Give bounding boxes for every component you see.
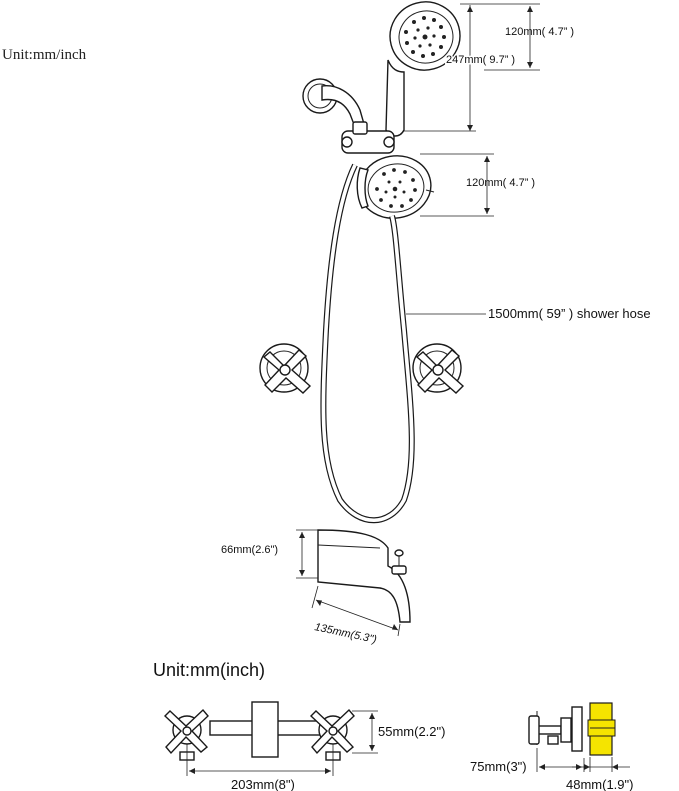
valve-front-view: [163, 701, 355, 761]
label-handheld-length: 247mm( 9.7” ): [446, 54, 515, 66]
dim-handheld-length: 247mm( 9.7” ): [404, 5, 517, 132]
label-spout-length: 135mm(5.3"): [313, 621, 378, 646]
handheld-nozzles: [404, 16, 446, 58]
right-cross-handle: [412, 343, 465, 394]
label-handheld-height: 120mm( 4.7” ): [505, 26, 574, 38]
label-valve-spacing: 203mm(8"): [231, 777, 295, 791]
dim-fixed-head: 120mm( 4.7” ): [420, 153, 535, 217]
label-valve-body: 48mm(1.9"): [566, 777, 633, 791]
shower-arm: [302, 78, 365, 128]
unit-label-bottom: Unit:mm(inch): [153, 660, 265, 680]
fixed-shower-head: [356, 155, 435, 219]
dim-valve-height: 55mm(2.2"): [352, 710, 445, 754]
label-spout-height: 66mm(2.6"): [221, 544, 278, 556]
valve-right-handle: [309, 708, 355, 755]
dim-valve-spacing: 203mm(8"): [186, 744, 334, 791]
diverter-holder: [341, 121, 395, 154]
tub-spout: [317, 529, 411, 623]
dim-valve-body: 48mm(1.9"): [566, 757, 633, 791]
dim-valve-depth: 75mm(3"): [470, 748, 585, 774]
valve-side-view: [528, 702, 616, 756]
dim-spout-height: 66mm(2.6"): [221, 529, 318, 579]
handheld-shower: [385, 1, 461, 137]
label-hose: 1500mm( 59” ) shower hose: [488, 306, 651, 321]
label-valve-height: 55mm(2.2"): [378, 724, 445, 739]
label-fixed-head: 120mm( 4.7” ): [466, 177, 535, 189]
dim-handheld-height: 120mm( 4.7” ): [460, 3, 574, 71]
dim-hose: 1500mm( 59” ) shower hose: [406, 306, 651, 321]
shower-hose: [320, 163, 415, 524]
valve-left-handle: [163, 708, 209, 755]
unit-label-top: Unit:mm/inch: [2, 47, 87, 63]
dim-spout-length: 135mm(5.3"): [311, 585, 401, 646]
label-valve-depth: 75mm(3"): [470, 759, 527, 774]
fixed-head-nozzles: [375, 168, 417, 208]
left-cross-handle: [259, 343, 312, 394]
